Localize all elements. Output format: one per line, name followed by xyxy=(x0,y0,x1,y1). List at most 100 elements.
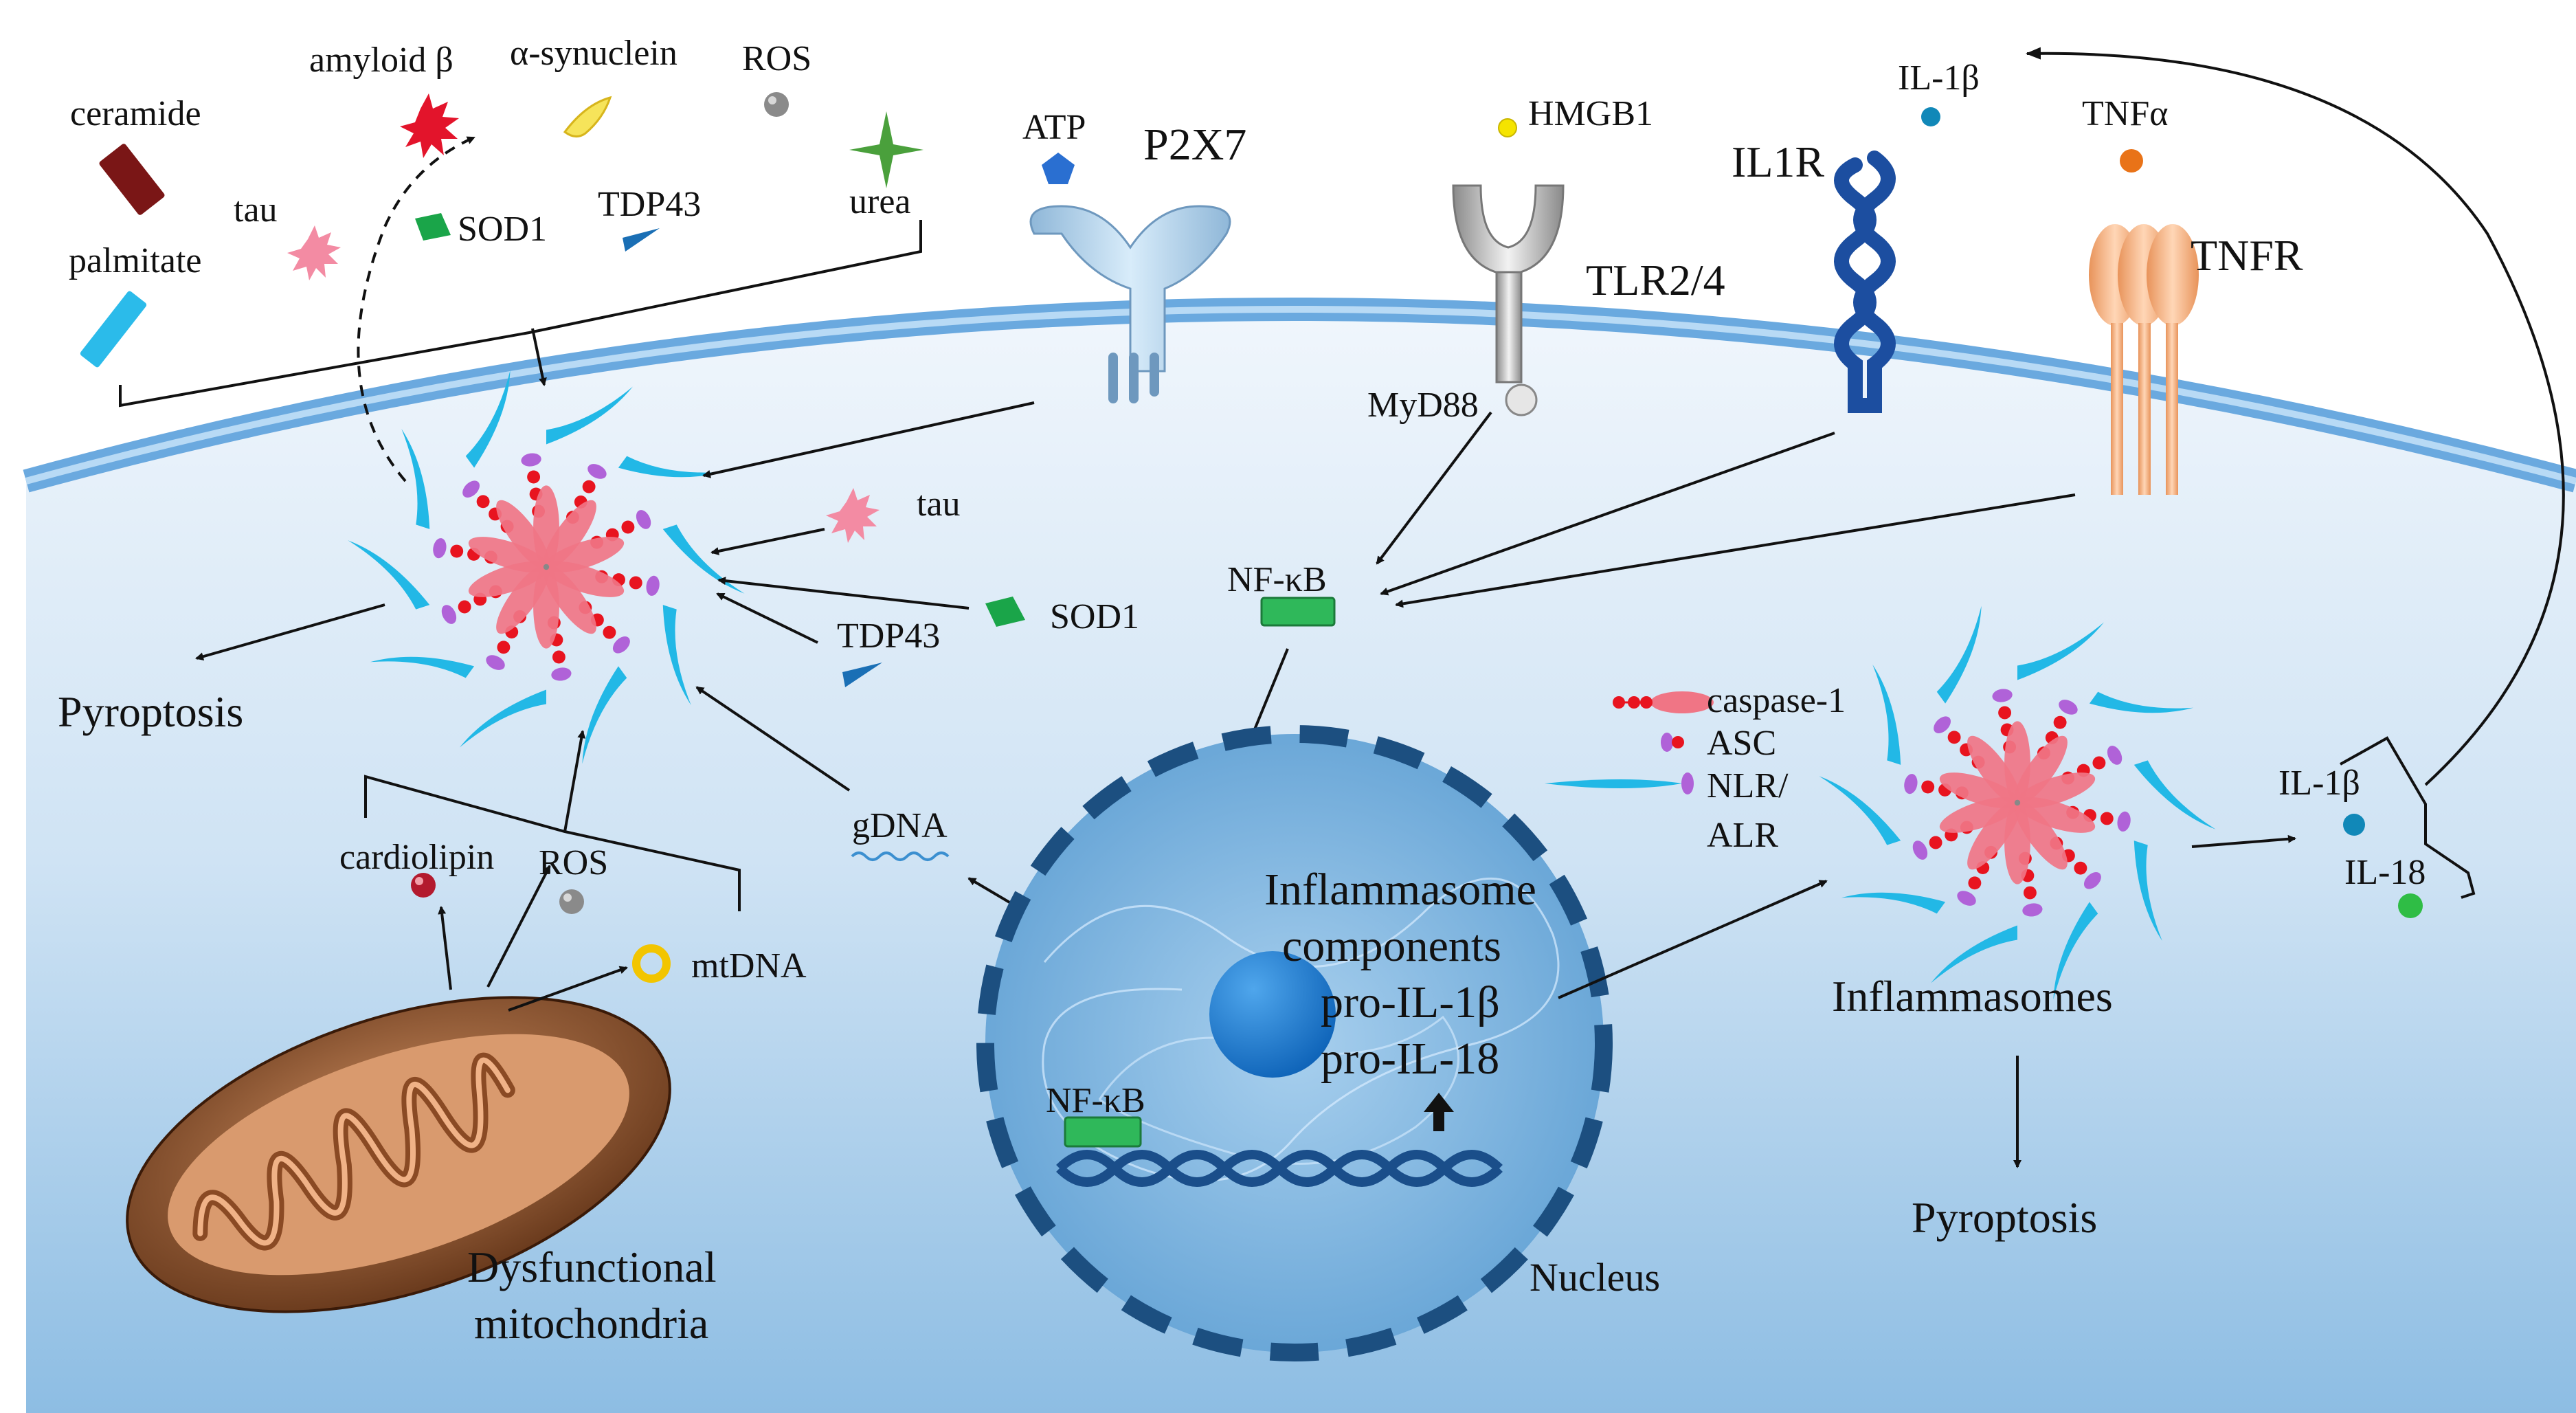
card-domain-dot xyxy=(527,470,541,484)
atp-label: ATP xyxy=(1022,108,1086,147)
nlr-blade xyxy=(1936,605,1982,704)
nfkb-cytoplasm-icon xyxy=(1260,597,1336,627)
caspase-petal xyxy=(543,500,596,570)
nlr-blade xyxy=(582,666,627,764)
asc-adaptor xyxy=(1957,891,1976,906)
asc-adaptor xyxy=(486,655,505,670)
p2x7-label: P2X7 xyxy=(1143,120,1247,170)
tdp43-icon xyxy=(623,228,660,252)
asc-adaptor xyxy=(551,667,572,681)
legend-nlr-label-line1: NLR/ xyxy=(1707,766,1789,805)
secretion-dashed-arrow xyxy=(357,136,475,482)
card-domain-dot xyxy=(2092,756,2106,770)
asc-adaptor xyxy=(2083,872,2101,889)
il1r-label: IL1R xyxy=(1732,137,1825,186)
card-domain-dot xyxy=(582,480,596,493)
il1b-extracellular-icon xyxy=(1921,107,1940,126)
nlr-blade xyxy=(1872,665,1901,765)
asc-adaptor xyxy=(2059,700,2078,715)
nlr-blade xyxy=(348,540,430,610)
inflammasomes-label: Inflammasomes xyxy=(1832,972,2113,1021)
tnfr-label: TNFR xyxy=(2191,231,2303,280)
sod1-label: SOD1 xyxy=(458,210,548,249)
nucleus-label: Nucleus xyxy=(1530,1255,1661,1300)
atp-icon xyxy=(1042,153,1075,184)
tnfa-icon xyxy=(2120,149,2143,173)
inflammasome-left xyxy=(348,370,745,764)
caspase-petal xyxy=(1939,772,2020,809)
asc-adaptor xyxy=(646,575,660,596)
asc-adaptor xyxy=(636,510,651,529)
gdna-label: gDNA xyxy=(852,806,948,845)
nlr-blade xyxy=(1819,776,1901,845)
inflammasome-right xyxy=(1819,605,2216,1000)
card-domain-dot xyxy=(2053,715,2067,729)
nucleolus xyxy=(1209,951,1336,1078)
asc-adaptor xyxy=(2107,746,2123,765)
nlr-blade xyxy=(2133,760,2216,830)
nfkb-nucleus-icon xyxy=(1064,1116,1142,1148)
tdp43-cytoplasm-label: TDP43 xyxy=(837,616,941,656)
asc-adaptor xyxy=(1904,774,1918,794)
nlr-blade xyxy=(2089,691,2194,713)
tau-label: tau xyxy=(234,190,278,230)
nlr-blade xyxy=(1931,925,2017,983)
nlr-blade xyxy=(2133,841,2162,941)
card-domain-dot xyxy=(458,600,471,614)
tnfa-label: TNFα xyxy=(2082,94,2169,133)
amyloid-beta-icon xyxy=(400,93,459,158)
nucleus-text-line1: Inflammasome xyxy=(1264,865,1536,915)
inflammasome-core xyxy=(543,564,550,570)
caspase-petal xyxy=(1967,800,2021,870)
il1b-output-icon xyxy=(2343,814,2365,836)
asc-adaptor xyxy=(433,538,447,559)
amyloid-beta-label: amyloid β xyxy=(309,41,453,80)
asc-adaptor xyxy=(1934,716,1951,733)
inflammasome-core xyxy=(2014,799,2021,806)
legend-nlr-label-line2: ALR xyxy=(1707,816,1778,855)
mitochondria-label-line2: mitochondria xyxy=(474,1299,709,1348)
card-domain-dot xyxy=(1929,836,1942,849)
card-domain-dot xyxy=(2100,812,2114,825)
nlr-blade xyxy=(546,386,633,445)
card-domain-dot xyxy=(603,625,616,639)
card-domain-dot xyxy=(1947,731,1961,744)
feedback-arrow xyxy=(2026,47,2565,786)
myd88-label: MyD88 xyxy=(1367,386,1479,425)
card-domain-dot xyxy=(2074,861,2087,875)
asc-adaptor xyxy=(612,636,630,654)
nlr-blade xyxy=(662,605,691,705)
caspase-petal xyxy=(496,564,550,634)
nlr-blade xyxy=(2017,622,2104,680)
ros-label: ROS xyxy=(742,39,812,78)
tlr24-receptor xyxy=(1452,184,1565,416)
urea-label: urea xyxy=(849,182,911,221)
nucleus-text-line3: pro-IL-1β xyxy=(1321,977,1500,1027)
hmgb1-icon xyxy=(1498,118,1517,137)
caspase-petal xyxy=(2014,735,2068,805)
il18-output-label: IL-18 xyxy=(2344,853,2426,892)
caspase-petal xyxy=(496,500,550,570)
p2x7-receptor xyxy=(1029,205,1231,403)
gdna-icon xyxy=(851,852,950,861)
il1b-extracellular-label: IL-1β xyxy=(1898,58,1980,98)
caspase-petal xyxy=(2015,797,2096,833)
legend-asc-label: ASC xyxy=(1707,724,1777,763)
mtdna-icon xyxy=(632,944,671,983)
asc-adaptor xyxy=(521,453,541,467)
alpha-synuclein-icon xyxy=(563,96,612,137)
asc-adaptor xyxy=(1992,689,2013,702)
card-domain-dot xyxy=(1968,876,1982,890)
ros-icon xyxy=(764,92,789,117)
tdp43-label: TDP43 xyxy=(598,185,702,224)
asc-adaptor xyxy=(587,464,607,479)
card-domain-dot xyxy=(621,520,635,534)
card-domain-dot xyxy=(552,650,565,664)
nlr-blade xyxy=(460,689,546,748)
palmitate-icon xyxy=(80,291,147,368)
legend xyxy=(1545,691,1714,794)
nlr-blade xyxy=(401,429,430,529)
il1b-output-label: IL-1β xyxy=(2278,764,2360,803)
cardiolipin-label: cardiolipin xyxy=(339,838,495,877)
